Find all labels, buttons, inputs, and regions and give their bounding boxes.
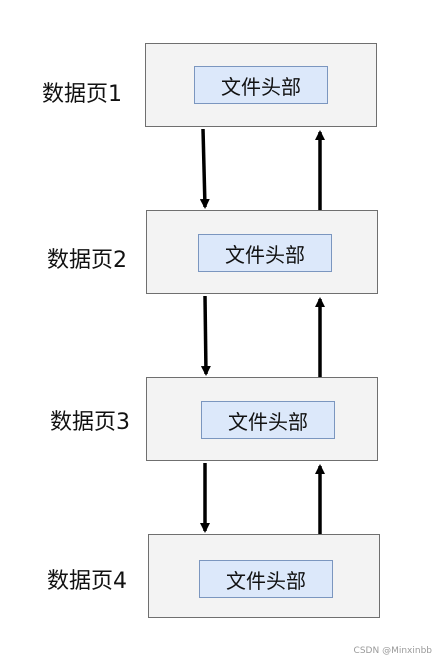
data-page-4: 文件头部 bbox=[148, 534, 380, 618]
file-header-4: 文件头部 bbox=[199, 560, 333, 598]
watermark: CSDN @Minxinbb bbox=[353, 646, 432, 656]
file-header-2: 文件头部 bbox=[198, 234, 332, 272]
page-label-1: 数据页1 bbox=[42, 82, 122, 107]
file-header-1: 文件头部 bbox=[194, 66, 328, 104]
data-page-3: 文件头部 bbox=[146, 377, 378, 461]
next-arrow-2-3 bbox=[200, 295, 211, 376]
page-label-3: 数据页3 bbox=[50, 410, 130, 435]
data-page-1: 文件头部 bbox=[145, 43, 377, 127]
page-label-4: 数据页4 bbox=[47, 569, 127, 594]
data-page-2: 文件头部 bbox=[146, 210, 378, 294]
next-arrow-1-2 bbox=[199, 128, 210, 209]
page-label-2: 数据页2 bbox=[47, 248, 127, 273]
file-header-3: 文件头部 bbox=[201, 401, 335, 439]
